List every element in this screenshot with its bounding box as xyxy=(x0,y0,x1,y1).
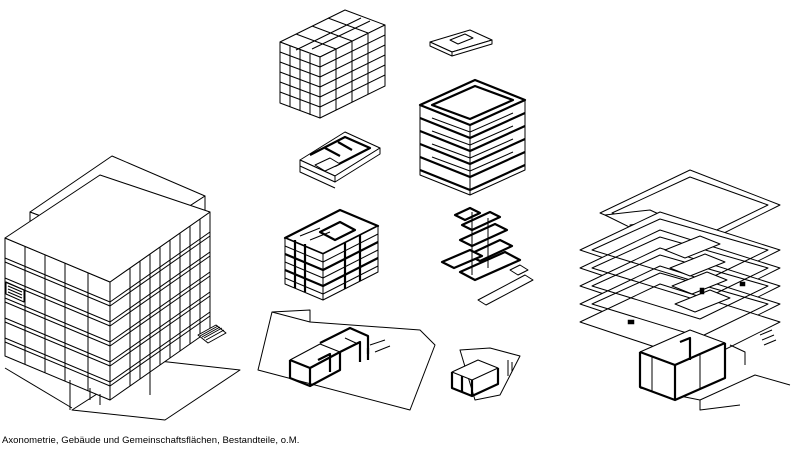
exploded-building xyxy=(579,169,791,411)
complete-building xyxy=(4,155,241,421)
floor-plan-component xyxy=(299,131,381,189)
roof-component xyxy=(429,29,493,57)
structural-frame-component xyxy=(279,9,386,119)
ground-element-component xyxy=(450,347,521,401)
floor-rings-component xyxy=(418,78,527,196)
figure-caption: Axonometrie, Gebäude und Gemeinschaftsfl… xyxy=(2,435,300,446)
site-ground-component xyxy=(257,309,436,411)
communal-spaces-component xyxy=(440,206,534,306)
stacked-floors-component xyxy=(283,208,380,301)
